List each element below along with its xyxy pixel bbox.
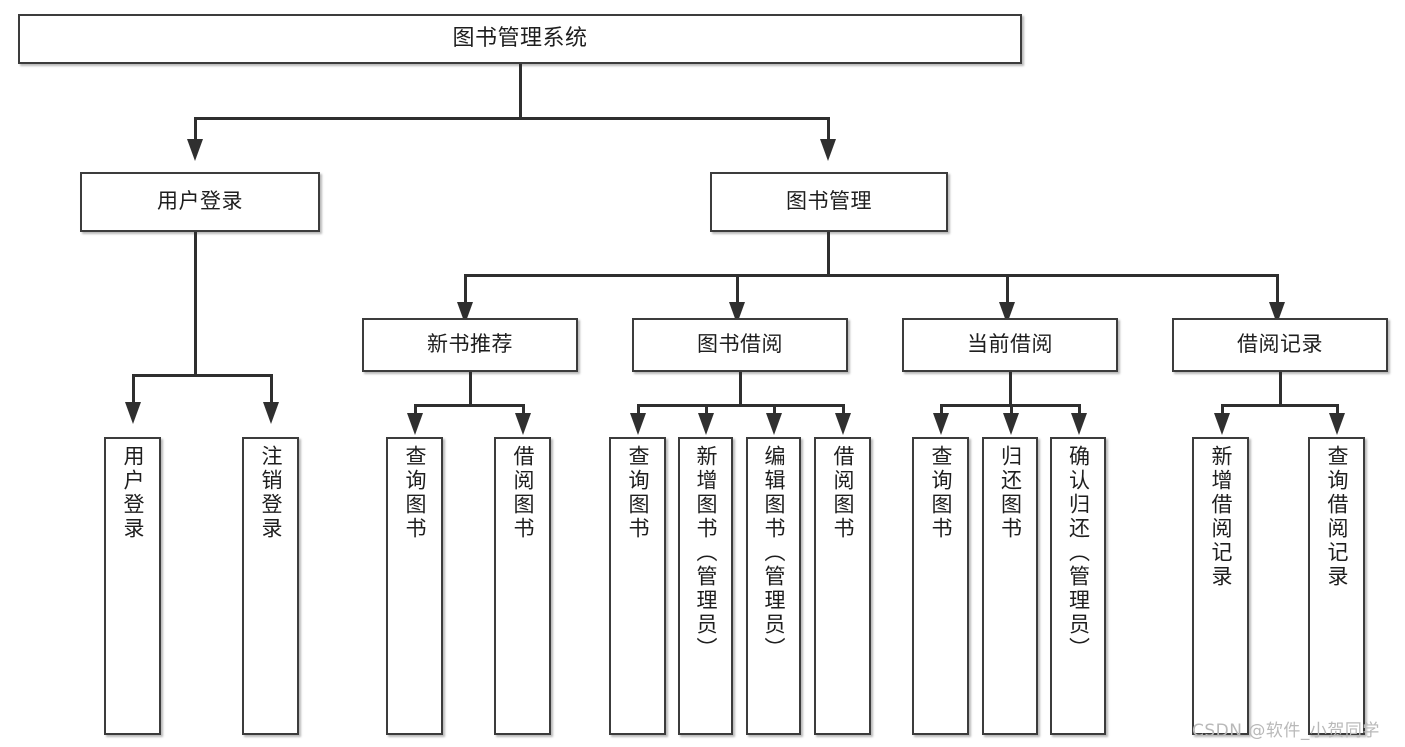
node-leaf-query-book-3[interactable]: 查询图书	[912, 437, 969, 735]
node-user-login-label: 用户登录	[157, 189, 243, 214]
node-leaf-query-book-2[interactable]: 查询图书	[609, 437, 666, 735]
arrow-return-book	[1003, 413, 1019, 435]
node-leaf-edit-book[interactable]: 编辑图书（管理员）	[746, 437, 801, 735]
node-leaf-confirm-return[interactable]: 确认归还（管理员）	[1050, 437, 1106, 735]
connector-drop-current-borrow	[1006, 274, 1009, 304]
node-leaf-borrow-book-1-label: 借阅图书	[511, 445, 535, 541]
connector-user-login-bus	[132, 374, 273, 377]
connector-drop-leaf-user-login	[132, 374, 135, 404]
node-user-login[interactable]: 用户登录	[80, 172, 320, 232]
node-leaf-borrow-book-2-label: 借阅图书	[831, 445, 855, 541]
node-leaf-return-book-label: 归还图书	[998, 445, 1023, 541]
node-leaf-user-login[interactable]: 用户登录	[104, 437, 161, 735]
connector-current-borrow-stem	[1009, 372, 1012, 406]
node-leaf-logout-login-label: 注销登录	[259, 445, 283, 541]
connector-drop-borrow-book-2	[842, 404, 845, 416]
arrow-user-login	[187, 139, 203, 161]
connector-drop-borrow-record	[1276, 274, 1279, 304]
connector-drop-book-borrow	[736, 274, 739, 304]
arrow-add-book	[698, 413, 714, 435]
node-book-borrow[interactable]: 图书借阅	[632, 318, 848, 372]
node-leaf-edit-book-label: 编辑图书（管理员）	[762, 445, 786, 661]
connector-new-book-recommend-bus	[414, 404, 525, 407]
node-leaf-add-book[interactable]: 新增图书（管理员）	[678, 437, 733, 735]
connector-drop-leaf-logout	[270, 374, 273, 404]
node-book-borrow-label: 图书借阅	[697, 332, 783, 357]
connector-drop-borrow-book-1	[522, 404, 525, 416]
connector-drop-user-login	[194, 117, 197, 141]
arrow-edit-book	[766, 413, 782, 435]
node-leaf-query-book-3-label: 查询图书	[929, 445, 953, 541]
connector-book-borrow-stem	[739, 372, 742, 406]
connector-drop-edit-book	[773, 404, 776, 416]
node-leaf-query-record-label: 查询借阅记录	[1325, 445, 1349, 589]
arrow-book-management	[820, 139, 836, 161]
node-leaf-add-record-label: 新增借阅记录	[1209, 445, 1233, 589]
node-leaf-query-record[interactable]: 查询借阅记录	[1308, 437, 1365, 735]
node-leaf-add-book-label: 新增图书（管理员）	[694, 445, 718, 661]
node-current-borrow[interactable]: 当前借阅	[902, 318, 1118, 372]
node-book-management[interactable]: 图书管理	[710, 172, 948, 232]
arrow-add-record	[1214, 413, 1230, 435]
connector-drop-book-management	[827, 117, 830, 141]
node-borrow-record[interactable]: 借阅记录	[1172, 318, 1388, 372]
connector-borrow-record-bus	[1221, 404, 1339, 407]
connector-level3-bus	[464, 274, 1279, 277]
arrow-leaf-logout	[263, 402, 279, 424]
connector-drop-add-record	[1221, 404, 1224, 416]
node-leaf-add-record[interactable]: 新增借阅记录	[1192, 437, 1249, 735]
connector-drop-query-book-1	[414, 404, 417, 416]
connector-drop-query-book-2	[637, 404, 640, 416]
connector-book-management-stem	[827, 232, 830, 276]
connector-new-book-recommend-stem	[469, 372, 472, 406]
arrow-leaf-user-login	[125, 402, 141, 424]
node-current-borrow-label: 当前借阅	[967, 332, 1053, 357]
connector-drop-query-record	[1336, 404, 1339, 416]
arrow-query-book-3	[933, 413, 949, 435]
connector-drop-add-book	[705, 404, 708, 416]
node-leaf-user-login-label: 用户登录	[121, 445, 145, 541]
node-leaf-confirm-return-label: 确认归还（管理员）	[1066, 445, 1091, 661]
connector-book-borrow-bus	[637, 404, 845, 407]
connector-drop-return-book	[1010, 404, 1013, 416]
node-leaf-query-book-1[interactable]: 查询图书	[386, 437, 443, 735]
arrow-query-book-2	[630, 413, 646, 435]
arrow-borrow-book-2	[835, 413, 851, 435]
node-root-label: 图书管理系统	[452, 25, 588, 51]
arrow-confirm-return	[1071, 413, 1087, 435]
arrow-borrow-book-1	[515, 413, 531, 435]
node-leaf-return-book[interactable]: 归还图书	[982, 437, 1038, 735]
connector-drop-new-book-recommend	[464, 274, 467, 304]
arrow-query-book-1	[407, 413, 423, 435]
connector-drop-query-book-3	[940, 404, 943, 416]
node-new-book-recommend[interactable]: 新书推荐	[362, 318, 578, 372]
node-leaf-logout-login[interactable]: 注销登录	[242, 437, 299, 735]
arrow-query-record	[1329, 413, 1345, 435]
node-leaf-borrow-book-1[interactable]: 借阅图书	[494, 437, 551, 735]
connector-borrow-record-stem	[1279, 372, 1282, 406]
node-leaf-query-book-2-label: 查询图书	[626, 445, 650, 541]
connector-user-login-stem	[194, 232, 197, 376]
node-leaf-query-book-1-label: 查询图书	[403, 445, 427, 541]
node-leaf-borrow-book-2[interactable]: 借阅图书	[814, 437, 871, 735]
node-book-management-label: 图书管理	[786, 189, 872, 214]
connector-root-stem	[519, 64, 522, 118]
connector-drop-confirm-return	[1078, 404, 1081, 416]
connector-level2-bus	[194, 117, 830, 120]
node-new-book-recommend-label: 新书推荐	[427, 332, 513, 357]
node-borrow-record-label: 借阅记录	[1237, 332, 1323, 357]
node-root[interactable]: 图书管理系统	[18, 14, 1022, 64]
watermark-text: CSDN @软件_小贺同学	[1192, 721, 1380, 741]
